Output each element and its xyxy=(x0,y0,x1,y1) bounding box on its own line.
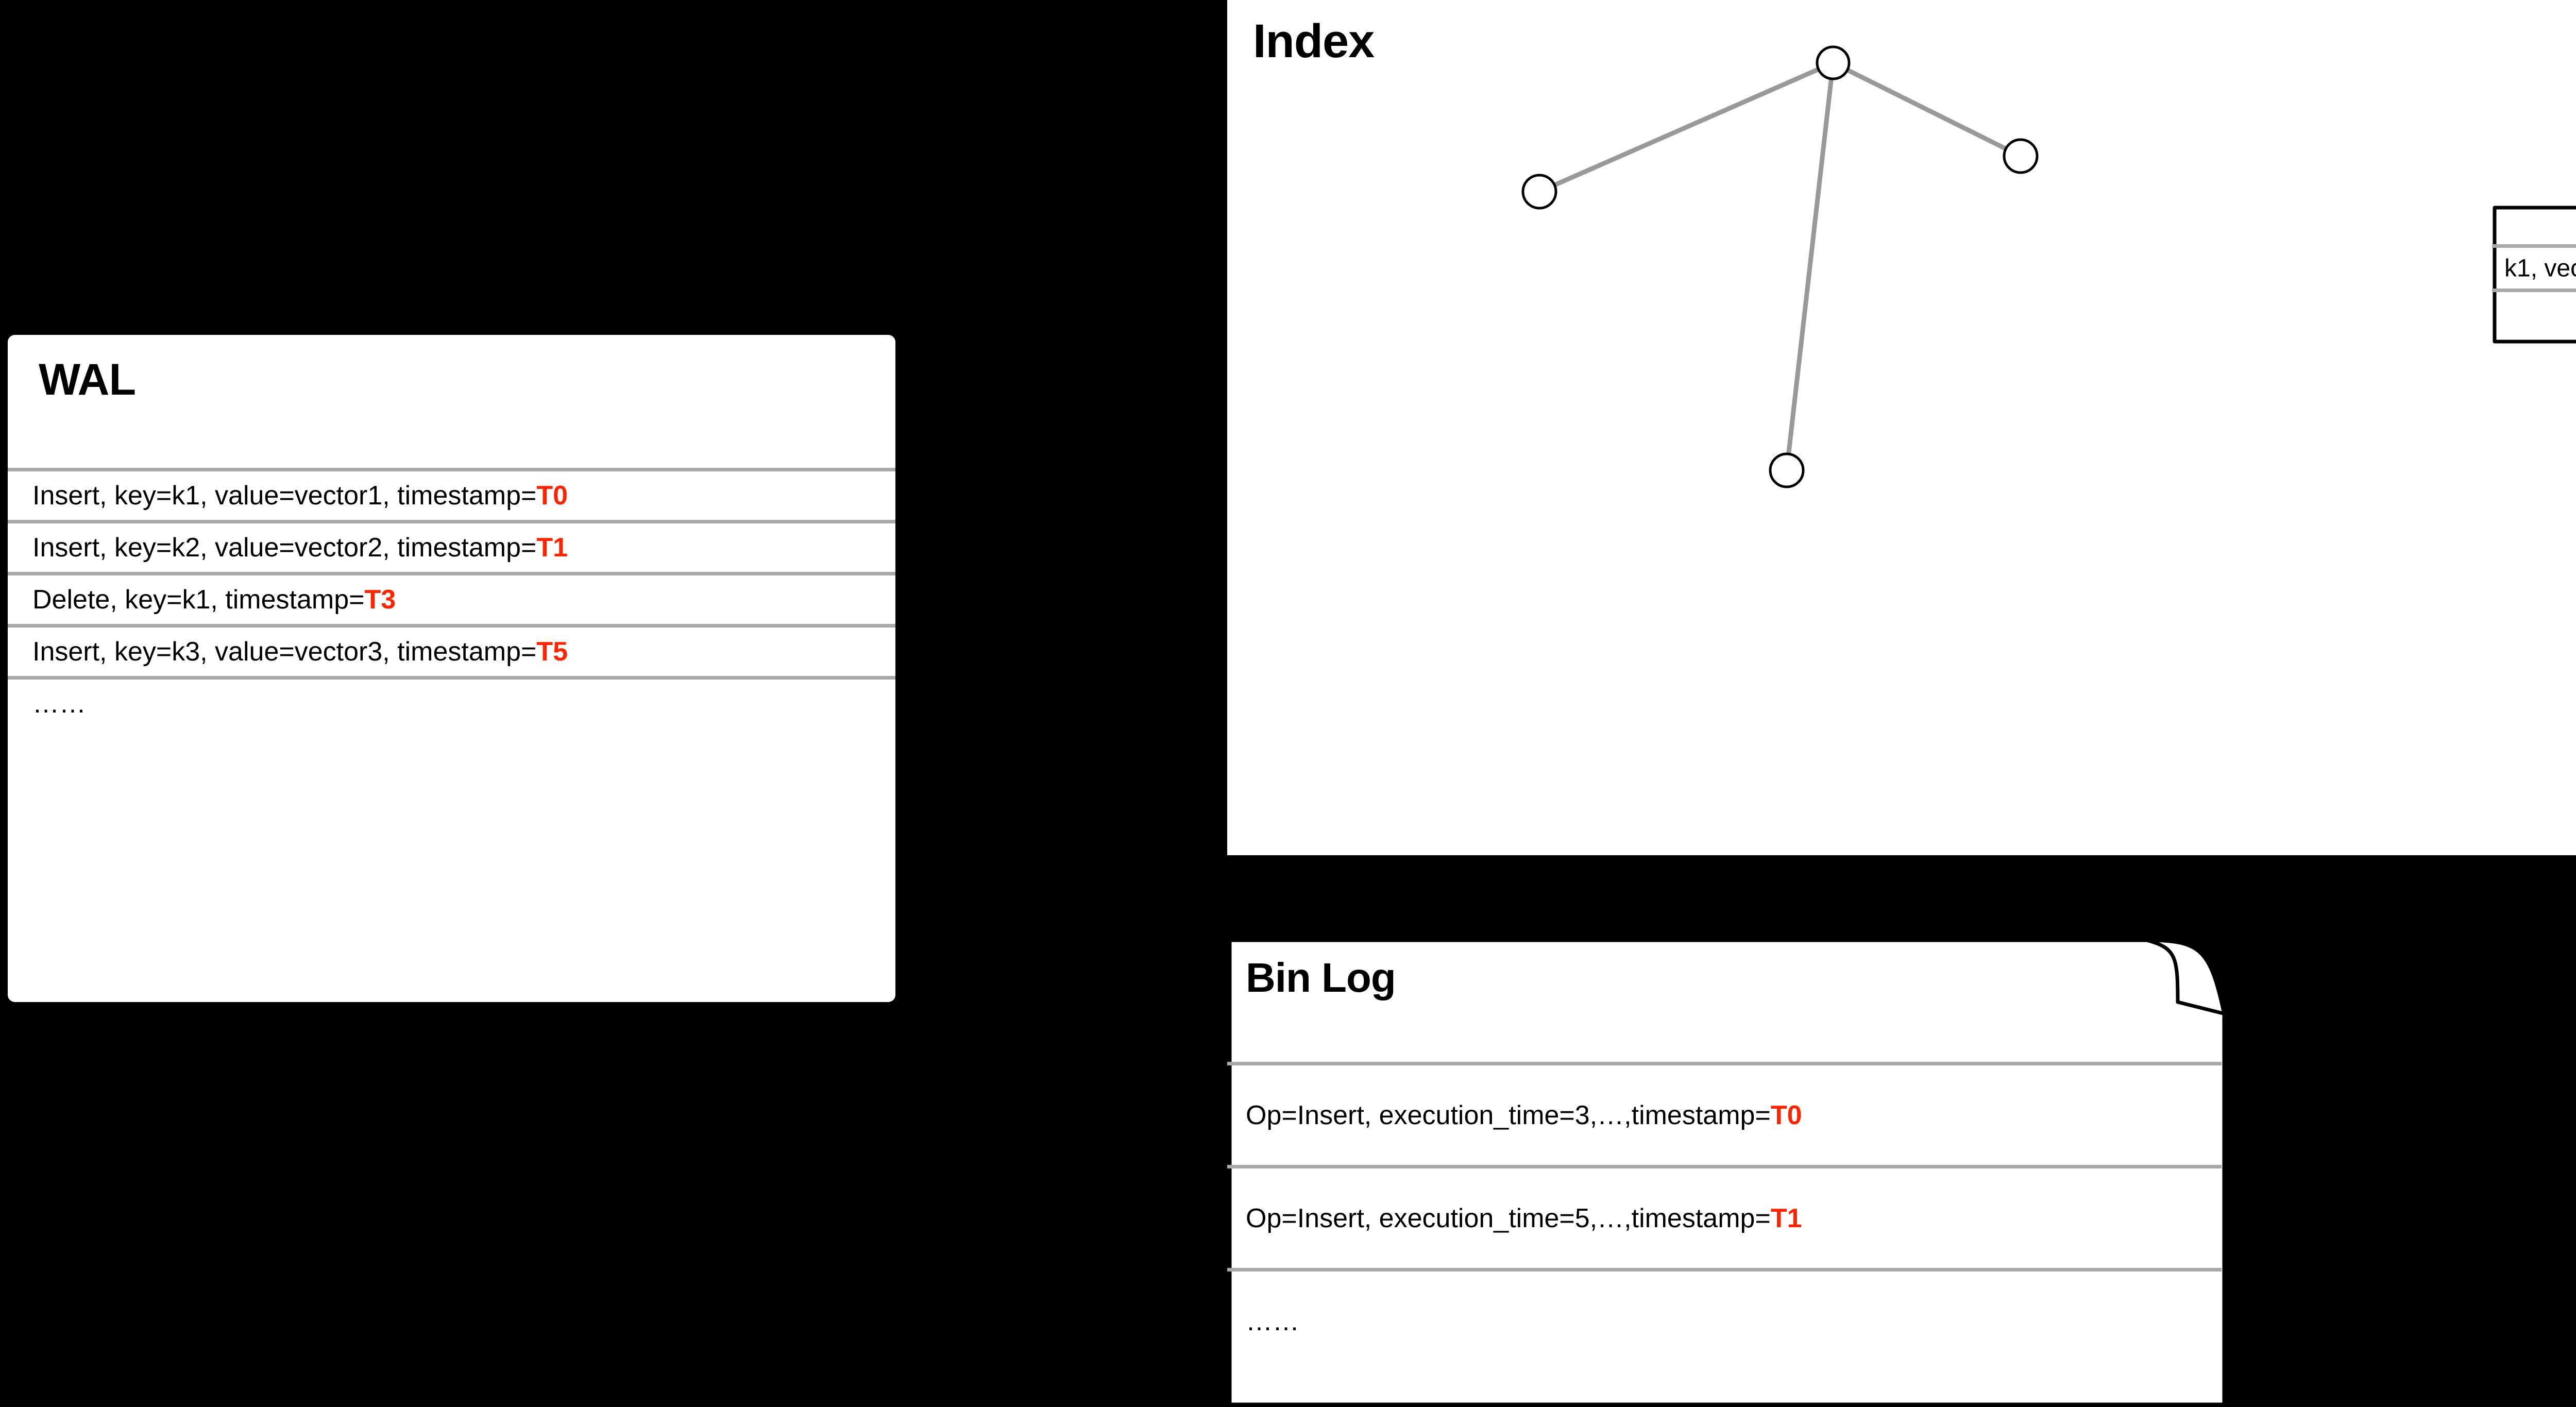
card-row: …… xyxy=(2492,289,2576,333)
row-text: Insert, key=k2, value=vector2, timestamp… xyxy=(32,533,568,563)
wal-row: Insert, key=k2, value=vector2, timestamp… xyxy=(8,520,895,572)
tree-node-circle xyxy=(1769,452,1805,488)
tree-edge xyxy=(1538,60,1834,194)
tree-edge xyxy=(1784,62,1836,471)
document-shape xyxy=(2493,206,2576,344)
tree-node-circle xyxy=(2003,138,2039,174)
tree-node-circle xyxy=(1816,45,1851,80)
card-rows: k1, vector1, timestamp=T0 …… xyxy=(2492,205,2576,339)
tree-node-circle xyxy=(1521,174,1557,210)
bin-log-card: Bin Log Op=Insert, execution_time=3,…,ti… xyxy=(1227,938,2226,1406)
timestamp-value: T3 xyxy=(364,585,396,615)
wal-row: Insert, key=k1, value=vector1, timestamp… xyxy=(8,468,895,520)
card-row: k1, vector1, timestamp=T0 xyxy=(2492,244,2576,289)
timestamp-value: T0 xyxy=(536,481,568,511)
row-text: Op=Insert, execution_time=5,…,timestamp=… xyxy=(1246,1203,1802,1233)
wal-row: Insert, key=k3, value=vector3, timestamp… xyxy=(8,624,895,676)
wal-panel: WAL Insert, key=k1, value=vector1, times… xyxy=(8,335,895,1002)
card-row: Op=Insert, execution_time=3,…,timestamp=… xyxy=(1227,1062,2222,1165)
tree-edge xyxy=(1832,60,2022,159)
row-text: Insert, key=k1, value=vector1, timestamp… xyxy=(32,481,568,511)
index-title: Index xyxy=(1253,15,1375,67)
row-text: Delete, key=k1, timestamp=T3 xyxy=(32,585,396,615)
timestamp-value: T1 xyxy=(1770,1203,1802,1233)
card-row: …… xyxy=(1227,1268,2222,1371)
card-rows: Op=Insert, execution_time=3,…,timestamp=… xyxy=(1227,938,2222,1402)
timestamp-value: T0 xyxy=(1770,1100,1802,1130)
wal-row: …… xyxy=(8,676,895,728)
timestamp-value: T1 xyxy=(536,533,568,563)
row-text: Op=Insert, execution_time=3,…,timestamp=… xyxy=(1246,1100,1802,1130)
card-row: Op=Insert, execution_time=5,…,timestamp=… xyxy=(1227,1165,2222,1268)
wal-row: Delete, key=k1, timestamp=T3 xyxy=(8,572,895,624)
row-text: Insert, key=k3, value=vector3, timestamp… xyxy=(32,637,568,667)
timestamp-value: T5 xyxy=(536,637,568,667)
index-card-k1: k1, vector1, timestamp=T0 …… xyxy=(2492,205,2576,344)
row-text: …… xyxy=(1246,1306,1299,1336)
document-shape xyxy=(1228,938,2226,1406)
wal-row-list: Insert, key=k1, value=vector1, timestamp… xyxy=(8,468,895,728)
index-tree-graph xyxy=(1521,45,2039,488)
index-panel: Index k1, vector1, timestamp=T0…… …… k2,… xyxy=(1227,0,2576,855)
bin-log-title: Bin Log xyxy=(1246,955,1396,1001)
row-text: k1, vector1, timestamp=T0 xyxy=(2504,255,2576,282)
row-text: …… xyxy=(2492,298,2576,327)
row-text: …… xyxy=(32,689,86,719)
wal-title: WAL xyxy=(39,355,136,404)
